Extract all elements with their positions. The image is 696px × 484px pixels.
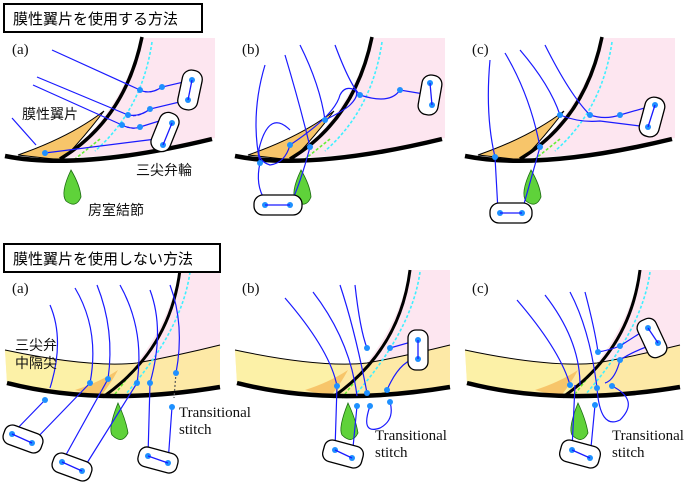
label-line: Transitional xyxy=(375,428,447,444)
septal-leaflet-label-1: 三尖弁 xyxy=(15,338,57,354)
septal-leaflet-label-2: 中隔尖 xyxy=(15,356,57,372)
sutures xyxy=(284,284,419,459)
tricuspid-annulus-label: 三尖弁輪 xyxy=(136,163,192,179)
panel-label: (a) xyxy=(12,281,29,297)
panel-top-b xyxy=(235,37,445,216)
label-line: stitch xyxy=(612,445,645,461)
pledget xyxy=(417,74,443,116)
section-title-without-flap: 膜性翼片を使用しない方法 xyxy=(3,243,221,273)
pledget xyxy=(636,317,668,359)
panel-label: (c) xyxy=(472,281,489,297)
label-line: stitch xyxy=(375,445,408,461)
label-line: stitch xyxy=(179,422,212,438)
sutures xyxy=(516,291,659,459)
panel-label: (a) xyxy=(12,42,29,58)
knot-dots xyxy=(42,77,195,156)
sutures xyxy=(487,44,656,212)
av-node-label: 房室結節 xyxy=(88,203,144,219)
panel-bottom-b xyxy=(235,270,450,469)
panel-top-c xyxy=(465,37,675,224)
section-title-with-flap: 膜性翼片を使用する方法 xyxy=(3,3,203,33)
label-line: Transitional xyxy=(612,428,684,444)
panel-label: (b) xyxy=(242,42,260,58)
panel-label: (b) xyxy=(242,281,260,297)
sutures xyxy=(11,284,180,472)
panel-bottom-c xyxy=(465,270,680,469)
panel-label: (c) xyxy=(472,42,489,58)
panel-top-a xyxy=(5,37,215,204)
label-line: Transitional xyxy=(179,405,251,421)
membranous-flap-label: 膜性翼片 xyxy=(22,107,78,123)
panel-bottom-a xyxy=(2,270,220,482)
